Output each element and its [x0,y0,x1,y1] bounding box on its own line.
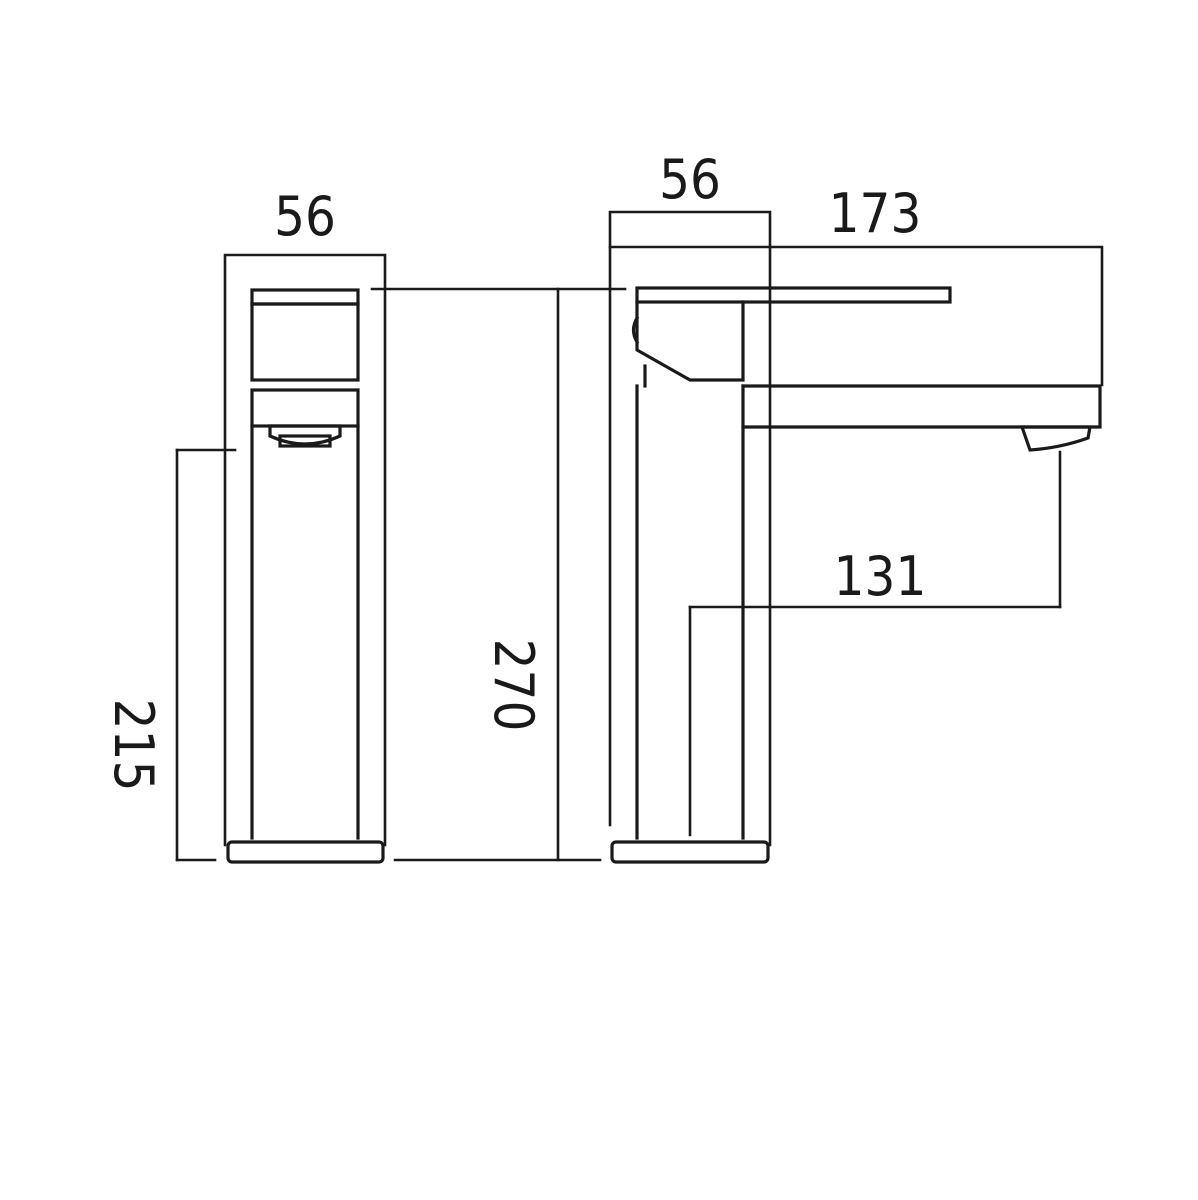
side-handle-body [635,300,745,382]
front-lever-cap [250,288,360,306]
front-base [226,840,385,864]
front-handle-block [250,302,360,382]
front-aerator-ring [278,434,332,448]
front-aerator [268,424,342,446]
spout-height-label: 215 [102,699,165,792]
front-width-label: 56 [274,185,336,248]
side-lever [635,286,952,304]
side-projection-frame [608,245,1104,387]
side-spout [741,384,1102,429]
overall-height-label: 270 [482,639,545,732]
overall-projection-label: 173 [829,182,922,245]
side-width-frame [608,210,772,847]
dimension-labels: 56 56 173 131 270 215 [102,148,926,791]
side-handle-notch [631,315,640,345]
side-width-label: 56 [659,148,721,211]
dimension-lines [175,287,1062,862]
side-base [610,840,770,864]
front-collar [250,388,360,428]
front-width-frame [223,253,387,847]
side-aerator [1019,425,1092,452]
spout-projection-label: 131 [834,545,927,608]
front-view [223,253,387,864]
side-view [608,210,1104,864]
